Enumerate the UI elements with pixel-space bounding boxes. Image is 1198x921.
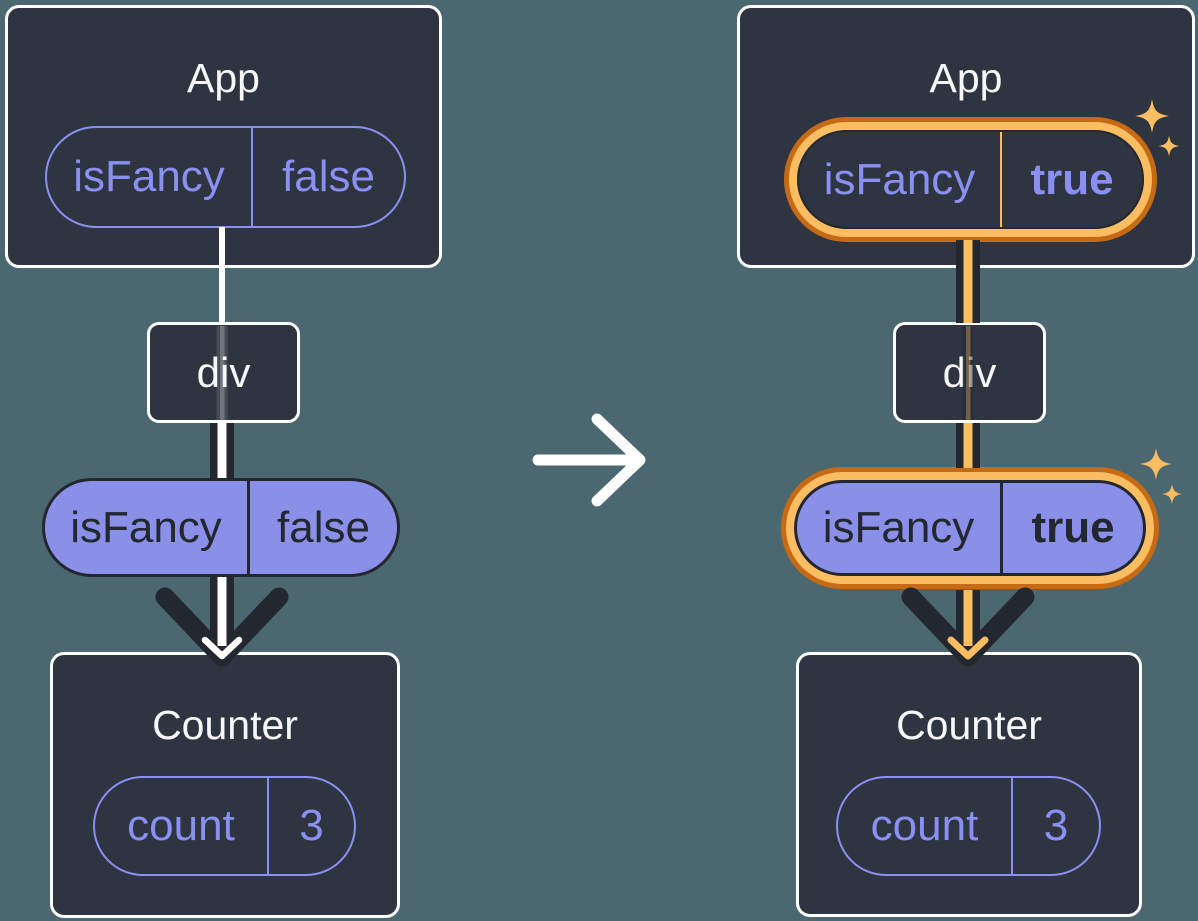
sparkle-icon-pill-large (1140, 448, 1172, 480)
before-app-card: App isFancy false (5, 5, 442, 268)
before-counter-card: Counter count 3 (50, 652, 400, 918)
state-name: isFancy (47, 128, 253, 226)
state-value: false (282, 152, 375, 201)
after-app-state-pill-highlighted: isFancy true (797, 130, 1144, 229)
after-app-card: App isFancy true (737, 5, 1195, 268)
transition-right-arrow-icon (532, 413, 646, 507)
div-label: div (942, 348, 997, 396)
state-name: count (95, 778, 269, 874)
div-label: div (196, 348, 251, 396)
prop-name: isFancy (45, 481, 250, 574)
prop-name: isFancy (797, 483, 1003, 573)
state-value: 3 (1043, 801, 1069, 850)
after-counter-title: Counter (896, 702, 1042, 748)
state-value-changed: true (1030, 154, 1114, 204)
after-prop-pill-highlighted: isFancy true (794, 480, 1146, 576)
after-app-title: App (929, 55, 1003, 101)
state-name: count (838, 778, 1013, 874)
before-div-node: div (147, 322, 300, 423)
before-counter-title: Counter (152, 702, 298, 748)
after-counter-state-pill: count 3 (836, 776, 1101, 876)
state-name: isFancy (799, 132, 1002, 227)
before-counter-state-pill: count 3 (93, 776, 356, 876)
after-div-node: div (893, 322, 1046, 423)
after-counter-card: Counter count 3 (796, 652, 1142, 917)
after-arrowhead-dark-chevron (901, 587, 1035, 667)
prop-value: false (277, 502, 370, 552)
before-arrowhead-dark-chevron (155, 587, 289, 667)
before-app-state-pill: isFancy false (45, 126, 406, 228)
sparkle-icon-pill-small (1162, 484, 1182, 504)
prop-value-changed: true (1031, 503, 1115, 552)
state-value: 3 (299, 801, 324, 850)
before-app-title: App (187, 55, 260, 101)
before-prop-pill: isFancy false (42, 478, 400, 577)
